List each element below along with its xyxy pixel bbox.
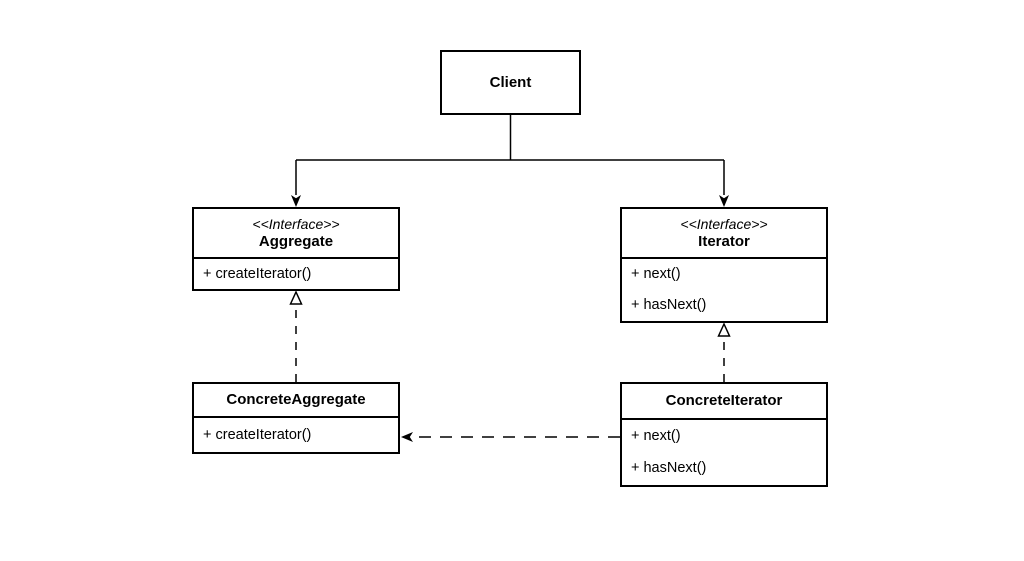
class-box-iterator: <<Interface>> Iterator + next() + hasNex… [620, 207, 828, 323]
class-box-client: Client [440, 50, 581, 115]
class-header-concrete-aggregate: ConcreteAggregate [194, 384, 398, 418]
method-next: + next() [631, 266, 681, 282]
stereotype-label-aggregate: <<Interface>> [252, 215, 340, 232]
methods-compartment-iterator: + next() + hasNext() [622, 259, 826, 321]
class-box-concrete-aggregate: ConcreteAggregate + createIterator() [192, 382, 400, 454]
class-header-iterator: <<Interface>> Iterator [622, 209, 826, 259]
method-create-iterator: + createIterator() [203, 426, 312, 443]
class-name-aggregate: Aggregate [258, 232, 334, 250]
methods-compartment-concrete-iterator: + next() + hasNext() [622, 420, 826, 485]
class-name-client: Client [489, 73, 532, 91]
class-header-concrete-iterator: ConcreteIterator [622, 384, 826, 420]
stereotype-label-iterator: <<Interface>> [680, 215, 768, 232]
methods-compartment-concrete-aggregate: + createIterator() [194, 418, 398, 452]
class-header-aggregate: <<Interface>> Aggregate [194, 209, 398, 259]
class-name-concrete-aggregate: ConcreteAggregate [226, 391, 366, 408]
method-create-iterator: + createIterator() [203, 265, 312, 282]
method-next: + next() [631, 427, 681, 444]
class-name-concrete-iterator: ConcreteIterator [665, 392, 783, 409]
methods-compartment-aggregate: + createIterator() [194, 259, 398, 289]
class-box-concrete-iterator: ConcreteIterator + next() + hasNext() [620, 382, 828, 487]
class-name-iterator: Iterator [698, 232, 750, 250]
client-association-arrows [291, 115, 729, 207]
class-box-aggregate: <<Interface>> Aggregate + createIterator… [192, 207, 400, 291]
method-has-next: + hasNext() [631, 460, 707, 477]
method-has-next: + hasNext() [631, 297, 707, 313]
